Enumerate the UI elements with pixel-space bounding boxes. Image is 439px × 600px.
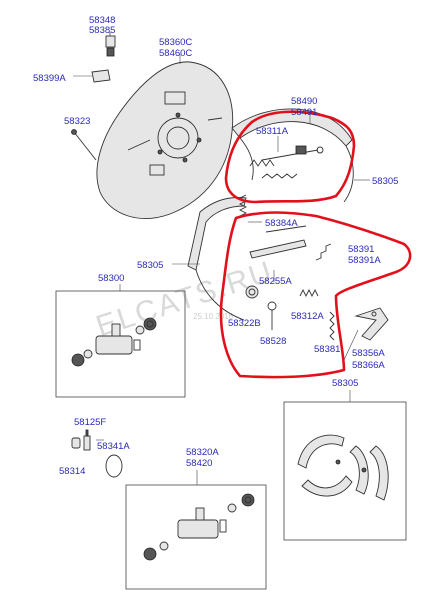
highlight-markings [219, 110, 412, 379]
spring-58381 [329, 311, 335, 341]
label-58356A: 58356A [352, 348, 385, 359]
pin-58323 [71, 129, 97, 161]
label-58305-middle: 58305 [137, 260, 163, 271]
label-58305-top: 58305 [372, 176, 398, 187]
leader-lines [96, 32, 370, 441]
washer-58528 [267, 301, 277, 330]
adjuster-assembly [249, 145, 324, 179]
label-58360C: 58360C [159, 37, 192, 48]
label-58391: 58391 [348, 244, 374, 255]
label-58366A: 58366A [352, 360, 385, 371]
label-58300: 58300 [98, 273, 124, 284]
bleeder-58125F [71, 429, 91, 451]
label-58384A: 58384A [265, 218, 298, 229]
label-58460C: 58460C [159, 48, 192, 59]
label-58314: 58314 [59, 466, 85, 477]
label-58255A: 58255A [259, 276, 292, 287]
watermark-date: 25.10.2016 [193, 312, 234, 321]
label-58322B: 58322B [228, 318, 261, 329]
label-58311A: 58311A [256, 126, 289, 137]
lever-58356A [354, 307, 389, 341]
label-58385: 58385 [89, 25, 115, 36]
label-58528: 58528 [260, 336, 286, 347]
highlight-upper [224, 110, 356, 204]
highlight-lower [219, 211, 412, 379]
label-58490: 58490 [291, 96, 317, 107]
seal-ring-58341A [105, 454, 123, 478]
box-wheel-cylinder-58320A [125, 470, 267, 590]
spring-58312A [299, 288, 319, 298]
label-58125F: 58125F [74, 417, 106, 428]
strut-58255A [249, 225, 332, 261]
label-58312A: 58312A [291, 311, 324, 322]
box-wheel-cylinder-58300 [55, 284, 186, 398]
box-shoe-set-58305 [283, 390, 407, 541]
label-58399A: 58399A [33, 73, 66, 84]
label-58491: 58491 [291, 107, 317, 118]
brake-shoe-upper [231, 108, 354, 203]
label-58391A: 58391A [348, 255, 381, 266]
part-labels: 58348 58385 58399A 58360C 58460C 58323 5… [33, 15, 398, 477]
label-58323: 58323 [64, 116, 90, 127]
backing-plate [96, 61, 234, 219]
clip-58399A [73, 69, 111, 83]
label-58381: 58381 [314, 344, 340, 355]
retainer-58322B [245, 285, 259, 299]
label-58341A: 58341A [97, 441, 130, 452]
label-58420: 58420 [186, 458, 212, 469]
label-58348: 58348 [89, 15, 115, 26]
label-58320A: 58320A [186, 447, 219, 458]
label-58305-bottom: 58305 [332, 378, 358, 389]
